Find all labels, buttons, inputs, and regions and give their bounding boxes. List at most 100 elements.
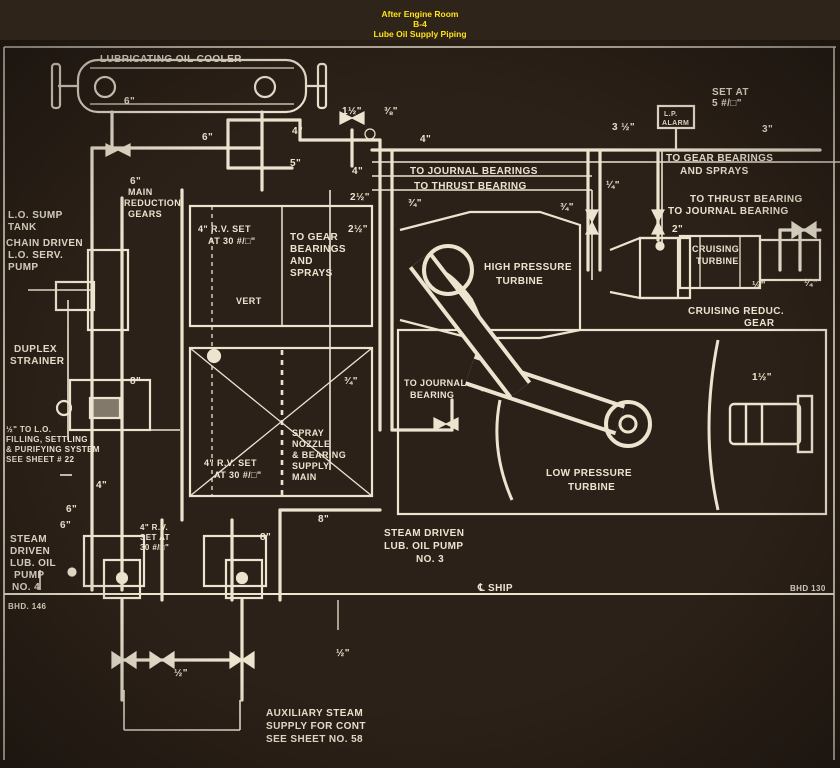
label-low-pressure-1: Low Pressure <box>546 468 632 479</box>
label-cruising-reduc-1: Cruising Reduc. <box>688 306 784 317</box>
label-lo-cooler: Lubricating Oil Cooler <box>100 54 242 65</box>
label-spray-5: Main <box>292 472 317 482</box>
label-to-gear-bearings-2: And Sprays <box>680 166 749 177</box>
label-to-journal-bearings: To Journal Bearings <box>410 166 538 177</box>
header-line-1: After Engine Room <box>381 9 459 19</box>
label-cruising-reduc-2: Gear <box>744 318 775 329</box>
label-lo-fill-2: Filling, Settling <box>6 435 88 444</box>
size-5: 5" <box>290 158 301 169</box>
label-to-thrust-journal-1: To Thrust Bearing <box>690 194 803 205</box>
label-to-gear-3: And <box>290 256 313 267</box>
size-2-half-b: 2½" <box>348 224 368 235</box>
label-set-at-value: 5 #/□" <box>712 98 742 109</box>
label-lo-sump-2: Tank <box>8 222 37 233</box>
size-8-a: 8" <box>130 376 141 387</box>
label-chain-driven-2: L.O. Serv. <box>8 250 63 261</box>
label-lo-fill-4: See Sheet # 22 <box>6 455 74 464</box>
label-spray-3: & Bearing <box>292 450 346 460</box>
label-duplex-2: Strainer <box>10 356 65 367</box>
size-half-b: ½" <box>174 668 188 679</box>
label-high-pressure-1: High Pressure <box>484 262 572 273</box>
size-3-half: 3 ½" <box>612 122 635 133</box>
label-chain-driven-3: Pump <box>8 262 39 273</box>
label-set-at: Set at <box>712 87 749 98</box>
header-line-2: B-4 <box>413 19 427 29</box>
label-cruising-turbine-1: Cruising <box>692 244 739 254</box>
header-line-3: Lube Oil Supply Piping <box>373 29 467 39</box>
label-to-thrust-bearing: To Thrust Bearing <box>414 181 527 192</box>
label-steam-pump-4-2: Driven <box>10 546 50 557</box>
label-rv-set-2-b: At 30 #/□" <box>214 470 262 480</box>
size-4-b: 4" <box>420 134 431 145</box>
size-3-quarter-b: ¾" <box>344 376 358 387</box>
label-to-gear-4: Sprays <box>290 268 333 279</box>
size-4-c: 4" <box>352 166 363 177</box>
label-rv-set-1-b: At 30 #/□" <box>208 236 256 246</box>
label-aux-1: Auxiliary Steam <box>266 708 363 719</box>
label-bhd-130: BHD 130 <box>790 584 826 593</box>
label-spray-1: Spray <box>292 428 324 438</box>
label-steam-pump-4-4: Pump <box>14 570 45 581</box>
label-steam-pump-4-5: No. 4 <box>12 582 40 593</box>
size-8-b: 8" <box>260 532 271 543</box>
size-6-c: 6" <box>130 176 141 187</box>
label-aux-2: Supply for Cont <box>266 721 366 732</box>
label-high-pressure-2: Turbine <box>496 276 543 287</box>
size-3: 3" <box>762 124 773 135</box>
label-steam-pump-3-3: No. 3 <box>416 554 444 565</box>
size-6-a: 6" <box>124 96 135 107</box>
size-half-c: ½" <box>752 280 766 291</box>
label-duplex-1: Duplex <box>14 344 57 355</box>
size-4-d: 4" <box>96 480 107 491</box>
label-ship-cl: ℄ Ship <box>477 583 513 594</box>
label-to-gear-1: To Gear <box>290 232 339 243</box>
size-quarter: ¼" <box>606 180 620 191</box>
label-to-gear-2: Bearings <box>290 244 346 255</box>
label-main-reduction-2: Reduction <box>124 198 181 208</box>
size-3-eighth: ⅜" <box>384 106 398 117</box>
size-6-e: 6" <box>60 520 71 531</box>
label-lp-alarm-1: L.P. <box>664 111 678 118</box>
label-lo-sump-1: L.O. Sump <box>8 210 63 221</box>
size-2: 2" <box>672 224 683 235</box>
label-spray-4: Supply <box>292 461 330 471</box>
size-half-a: ½" <box>336 648 350 659</box>
label-to-gear-bearings-1: To Gear Bearings <box>666 153 773 164</box>
label-bhd-146: BHD. 146 <box>8 602 46 611</box>
size-4-a: 4" <box>292 126 303 137</box>
label-rv-set-1-a: 4" R.V. Set <box>198 224 251 234</box>
label-rv-set-3-b: Set at <box>140 533 170 542</box>
label-to-journal-bearing-2: Bearing <box>410 390 454 400</box>
label-main-reduction-3: Gears <box>128 209 162 219</box>
label-steam-pump-3-2: Lub. Oil Pump <box>384 541 463 552</box>
size-6-d: 6" <box>66 504 77 515</box>
label-steam-pump-4-3: Lub. Oil <box>10 558 56 569</box>
label-cruising-turbine-2: Turbine <box>696 256 739 266</box>
label-to-thrust-journal-2: To Journal Bearing <box>668 206 789 217</box>
label-lo-fill-1: ½" To L.O. <box>6 425 51 434</box>
label-chain-driven-1: Chain Driven <box>6 238 83 249</box>
size-2-half: 2½" <box>350 192 370 203</box>
label-steam-pump-4-1: Steam <box>10 534 47 545</box>
label-rv-set-2-a: 4" R.V. Set <box>204 458 257 468</box>
size-1-half: 1½" <box>342 106 362 117</box>
size-quarter-b: ¼" <box>804 278 818 289</box>
size-6-b: 6" <box>202 132 213 143</box>
label-to-journal-bearing-1: To Journal <box>404 378 466 388</box>
label-steam-pump-3-1: Steam Driven <box>384 528 464 539</box>
label-lp-alarm-2: Alarm <box>662 120 689 127</box>
label-main-reduction-1: Main <box>128 187 153 197</box>
label-vert: Vert <box>236 296 262 306</box>
label-low-pressure-2: Turbine <box>568 482 615 493</box>
label-lo-fill-3: & Purifying System <box>6 445 100 454</box>
label-rv-set-3-a: 4" R.V. <box>140 523 168 532</box>
size-1-half-b: 1½" <box>752 372 772 383</box>
label-rv-set-3-c: 30 #/□" <box>140 543 169 552</box>
label-aux-3: See Sheet No. 58 <box>266 734 363 745</box>
label-spray-2: Nozzle <box>292 439 330 449</box>
size-3-quarter-c: ¾" <box>408 198 422 209</box>
size-3-quarter: ¾" <box>560 202 574 213</box>
size-8-c: 8" <box>318 514 329 525</box>
